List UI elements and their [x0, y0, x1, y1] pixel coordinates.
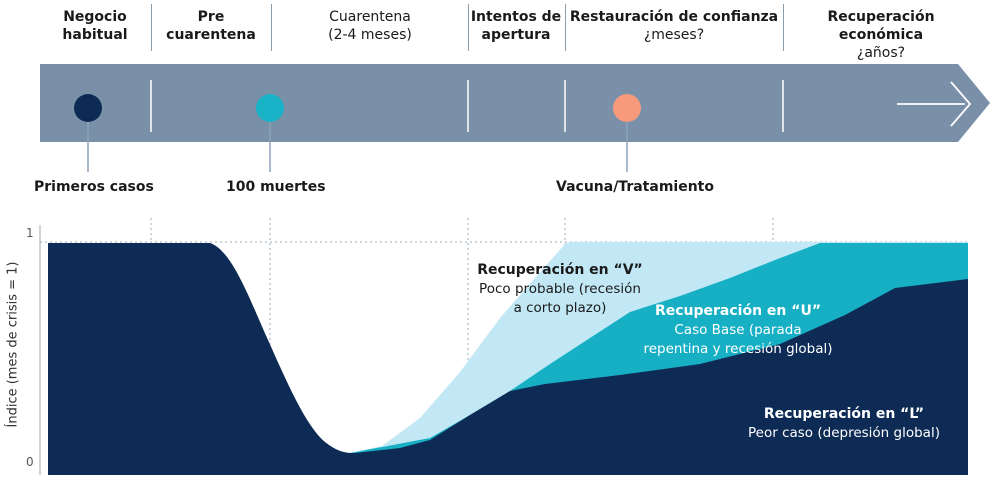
scenario-v-label: Recuperación en “V” Poco probable (reces… — [470, 261, 650, 318]
timeline-bar — [40, 64, 990, 142]
phase-pre-cuarentena: Pre cuarentena — [151, 8, 271, 44]
header-separator — [565, 4, 566, 51]
milestone-dot-100-muertes — [256, 94, 284, 122]
phase-subtitle: ¿meses? — [643, 27, 705, 43]
arrow-right-icon — [897, 81, 972, 127]
scenario-u-desc: Caso Base (parada — [674, 322, 802, 338]
phase-intentos-apertura: Intentos de apertura — [468, 8, 564, 44]
scenario-l-title: Recuperación en “L” — [763, 406, 925, 422]
scenario-l-desc: Peor caso (depresión global) — [748, 425, 940, 441]
header-separator — [783, 4, 784, 51]
phase-subtitle: (2-4 meses) — [328, 27, 412, 43]
phase-title: Intentos de apertura — [470, 9, 562, 43]
y-axis-label: Índice (mes de crisis = 1) — [5, 261, 21, 428]
phase-negocio-habitual: Negocio habitual — [40, 8, 150, 44]
phase-title: Cuarentena — [329, 9, 411, 25]
y-tick-0: 0 — [26, 455, 34, 469]
scenario-v-desc: a corto plazo) — [513, 300, 607, 316]
header-separator — [271, 4, 272, 51]
scenario-u-label: Recuperación en “U” Caso Base (parada re… — [628, 302, 848, 359]
milestone-label-vacuna: Vacuna/Tratamiento — [556, 179, 714, 195]
scenario-u-desc: repentina y recesión global) — [643, 341, 833, 357]
header-separator — [151, 4, 152, 51]
milestone-dot-vacuna — [613, 94, 641, 122]
milestone-label-100-muertes: 100 muertes — [226, 179, 326, 195]
phase-subtitle: ¿años? — [856, 45, 906, 61]
scenario-v-desc: Poco probable (recesión — [479, 281, 641, 297]
area-l-recovery — [48, 243, 968, 475]
scenario-u-title: Recuperación en “U” — [654, 303, 822, 319]
phase-restauracion-confianza: Restauración de confianza ¿meses? — [565, 8, 783, 44]
header-separator — [468, 4, 469, 51]
milestone-dot-primeros-casos — [74, 94, 102, 122]
phase-title: Recuperación económica — [827, 9, 935, 43]
phase-title: Restauración de confianza — [569, 9, 779, 25]
phase-title: Negocio habitual — [62, 9, 128, 43]
phase-recuperacion-economica: Recuperación económica ¿años? — [783, 8, 979, 62]
milestone-label-primeros-casos: Primeros casos — [34, 179, 154, 195]
y-tick-1: 1 — [26, 226, 34, 240]
scenario-l-label: Recuperación en “L” Peor caso (depresión… — [726, 405, 962, 443]
scenario-v-title: Recuperación en “V” — [477, 262, 643, 278]
phase-cuarentena: Cuarentena (2-4 meses) — [272, 8, 468, 44]
phase-title: Pre cuarentena — [166, 9, 256, 43]
